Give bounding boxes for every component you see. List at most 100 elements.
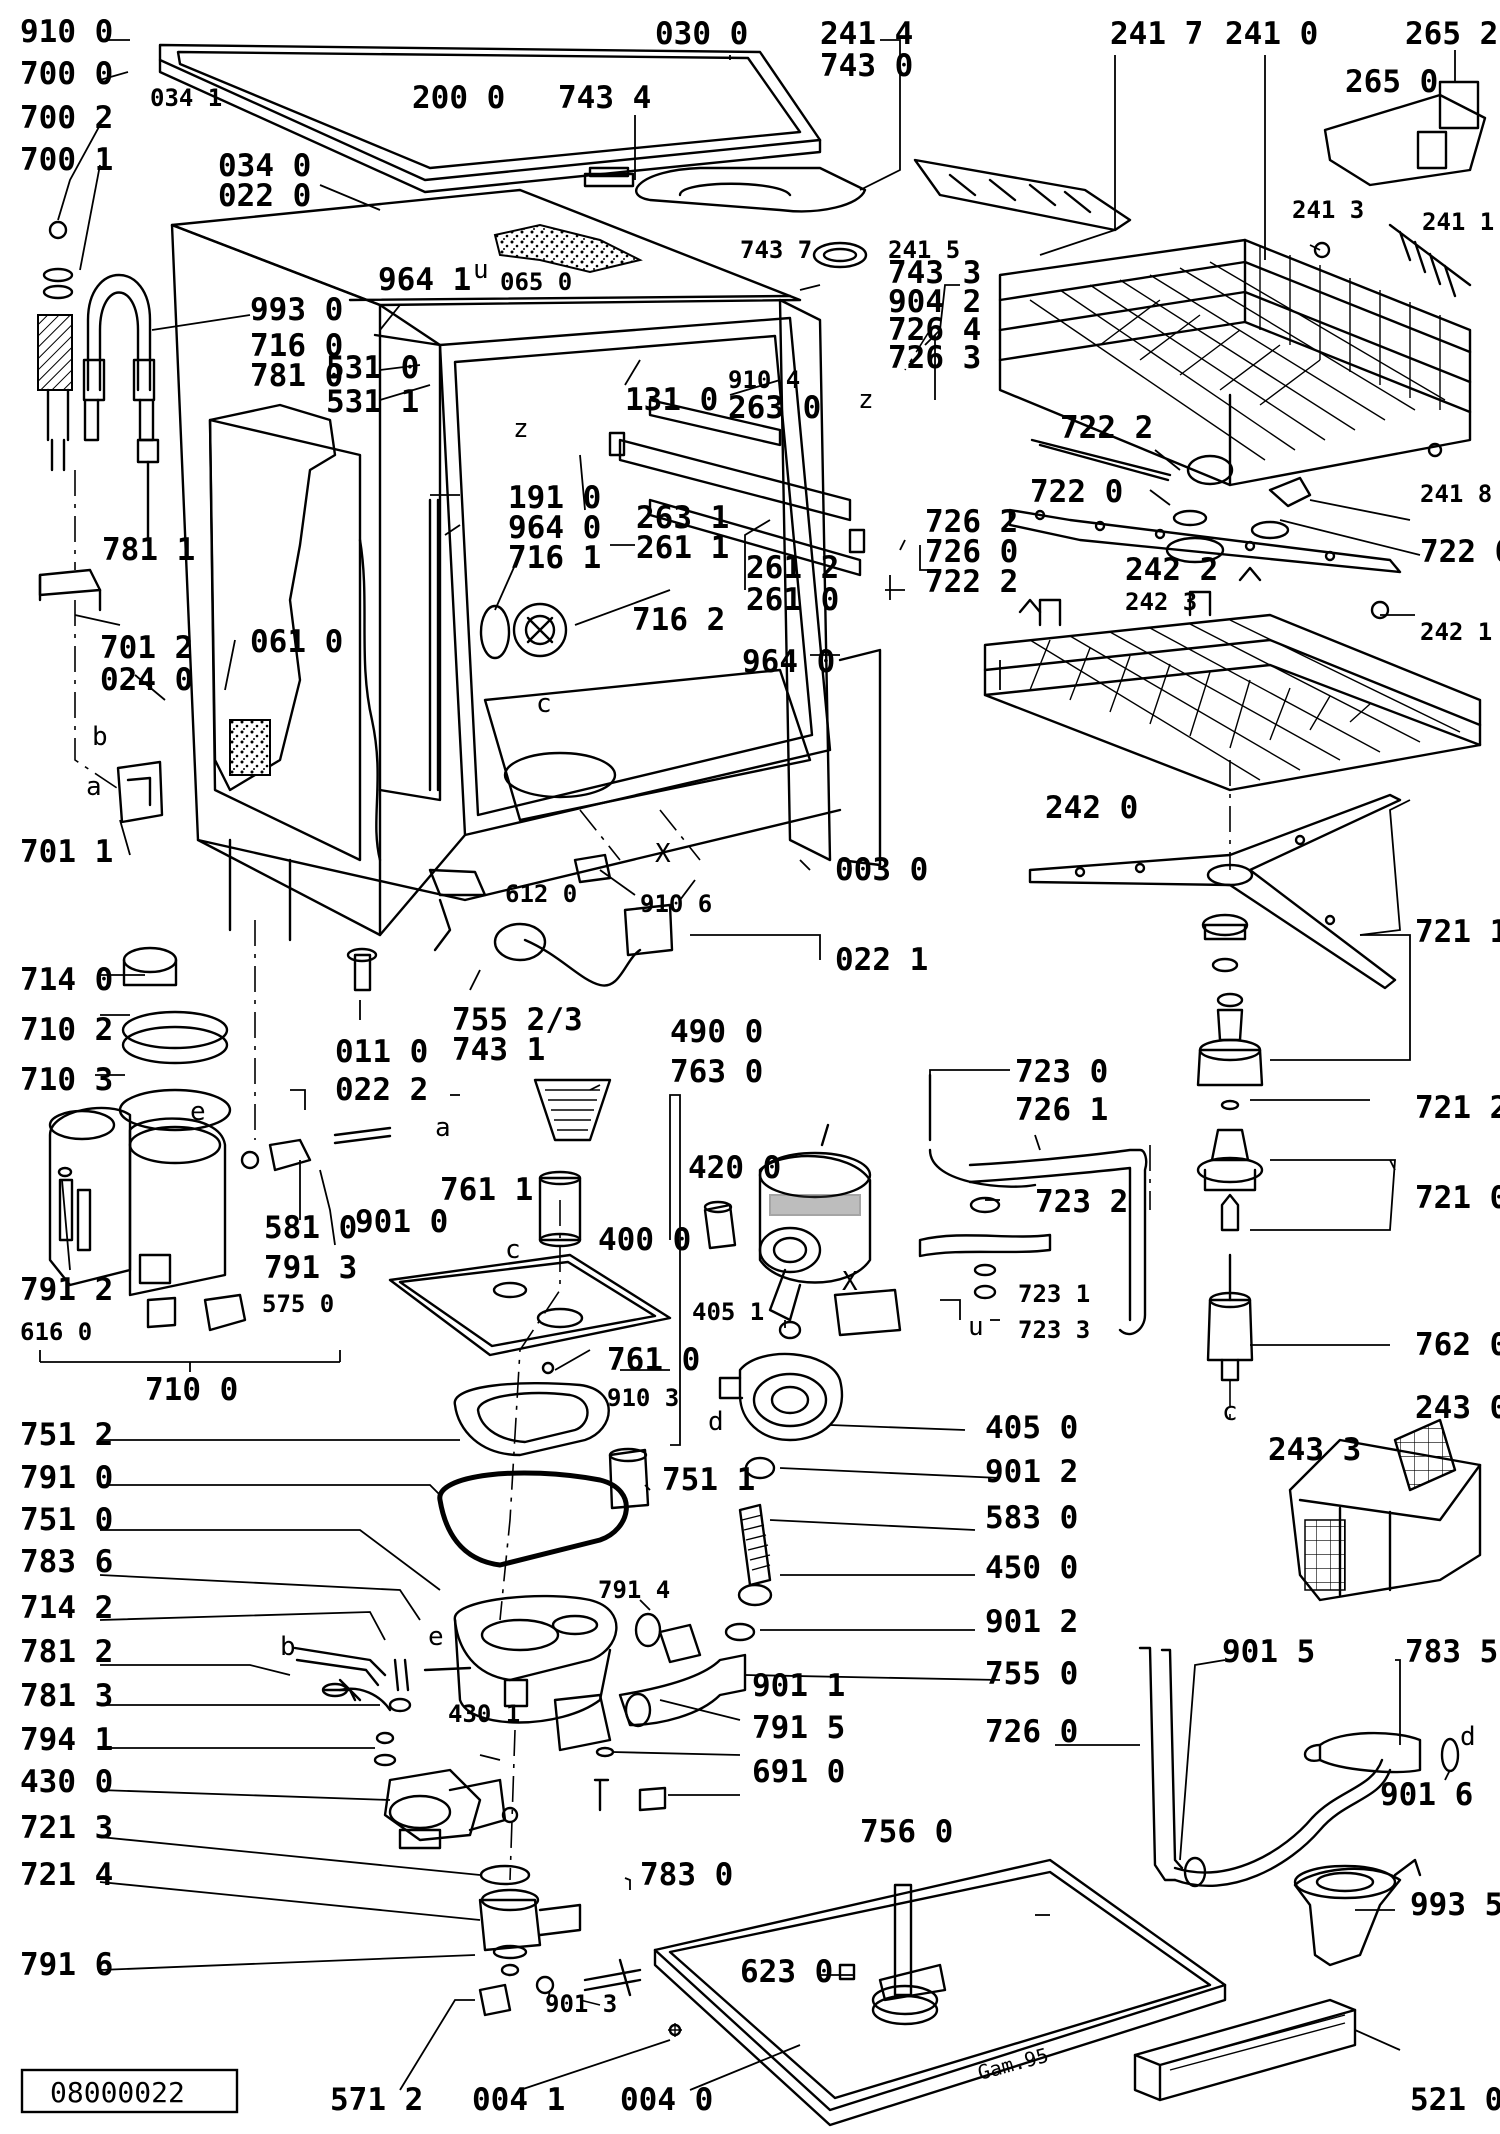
part-label-756-0: 756 0 xyxy=(860,1814,953,1850)
part-label-263-1: 263 1 xyxy=(636,500,729,536)
part-label-243-0: 243 0 xyxy=(1415,1390,1500,1426)
letter-marker: u xyxy=(968,1312,984,1342)
part-label-751-2: 751 2 xyxy=(20,1417,113,1453)
part-label-714-0: 714 0 xyxy=(20,962,113,998)
part-label-910-0: 910 0 xyxy=(20,14,113,50)
part-label-004-1: 004 1 xyxy=(472,2082,565,2118)
basket-rail-cover xyxy=(913,158,1132,232)
assembly-axis-lines xyxy=(74,329,1231,2006)
part-label-726-0b: 726 0 xyxy=(985,1714,1078,1750)
part-label-242-1: 242 1 xyxy=(1420,618,1492,646)
letter-marker: e xyxy=(428,1622,444,1652)
small-hoses xyxy=(293,1646,472,1702)
part-label-993-0: 993 0 xyxy=(250,292,343,328)
part-label-581-0: 581 0 xyxy=(264,1210,357,1246)
part-label-710-3: 710 3 xyxy=(20,1062,113,1098)
part-label-034-0: 034 0 xyxy=(218,148,311,184)
letter-marker: c xyxy=(1222,1397,1238,1427)
bracket-265 xyxy=(1323,80,1487,187)
drain-pump-430 xyxy=(321,1682,642,2017)
corner-note: Gam.95 xyxy=(975,2043,1051,2085)
letter-marker: d xyxy=(708,1407,724,1437)
part-label-910-3: 910 3 xyxy=(607,1384,679,1412)
cutlery-basket xyxy=(1288,1418,1482,1602)
part-label-065-0: 065 0 xyxy=(500,268,572,296)
part-label-430-1: 430 1 xyxy=(448,1700,520,1728)
part-label-964-0a: 964 0 xyxy=(508,510,601,546)
kickplate-521 xyxy=(1133,1998,1357,2102)
letter-marker: X xyxy=(655,839,671,869)
document-number-box: 08000022 xyxy=(20,2068,239,2114)
letter-marker: c xyxy=(505,1235,521,1265)
rinse-aid-top-parts xyxy=(583,166,868,269)
leader-lines xyxy=(39,39,1456,2091)
part-label-743-3: 743 3 xyxy=(888,255,981,291)
part-label-004-0: 004 0 xyxy=(620,2082,713,2118)
part-label-490-0: 490 0 xyxy=(670,1014,763,1050)
part-label-241-3: 241 3 xyxy=(1292,196,1364,224)
part-label-241-4: 241 4 xyxy=(820,16,913,52)
part-label-191-0: 191 0 xyxy=(508,480,601,516)
part-label-022-1: 022 1 xyxy=(835,942,928,978)
part-label-242-2: 242 2 xyxy=(1125,552,1218,588)
part-label-910-4: 910 4 xyxy=(728,366,800,394)
part-label-751-0: 751 0 xyxy=(20,1502,113,1538)
part-label-242-0: 242 0 xyxy=(1045,790,1138,826)
part-label-131-0: 131 0 xyxy=(625,382,718,418)
part-label-791-4: 791 4 xyxy=(598,1576,670,1604)
part-label-901-1: 901 1 xyxy=(752,1668,845,1704)
part-label-241-0: 241 0 xyxy=(1225,16,1318,52)
sump-751 xyxy=(437,1381,650,1752)
part-label-722-0a: 722 0 xyxy=(1030,474,1123,510)
letter-marker: e xyxy=(190,1097,206,1127)
part-label-405-0: 405 0 xyxy=(985,1410,1078,1446)
part-label-261-2: 261 2 xyxy=(746,550,839,586)
part-label-783-0: 783 0 xyxy=(640,1857,733,1893)
part-label-430-0: 430 0 xyxy=(20,1764,113,1800)
part-label-716-2: 716 2 xyxy=(632,602,725,638)
part-label-964-0b: 964 0 xyxy=(742,644,835,680)
part-label-241-5: 241 5 xyxy=(888,236,960,264)
letter-marker: b xyxy=(92,722,108,752)
part-label-011-0: 011 0 xyxy=(335,1034,428,1070)
part-label-726-3: 726 3 xyxy=(888,340,981,376)
part-label-791-3: 791 3 xyxy=(264,1250,357,1286)
part-label-993-5: 993 5 xyxy=(1410,1887,1500,1923)
letter-marker: X xyxy=(842,1267,858,1297)
part-label-910-6: 910 6 xyxy=(640,890,712,918)
part-label-726-2: 726 2 xyxy=(925,504,1018,540)
part-label-722-0b: 722 0 xyxy=(1420,534,1500,570)
part-label-721-1: 721 1 xyxy=(1415,914,1500,950)
part-label-701-2: 701 2 xyxy=(100,630,193,666)
part-label-783-5: 783 5 xyxy=(1405,1634,1498,1670)
part-label-022-2: 022 2 xyxy=(335,1072,428,1108)
part-label-701-1: 701 1 xyxy=(20,834,113,870)
part-label-755-2-3: 755 2/3 xyxy=(452,1002,583,1038)
part-label-623-0: 623 0 xyxy=(740,1954,833,1990)
part-label-901-5: 901 5 xyxy=(1222,1634,1315,1670)
part-label-743-1: 743 1 xyxy=(452,1032,545,1068)
part-label-700-1: 700 1 xyxy=(20,142,113,178)
part-label-716-0: 716 0 xyxy=(250,328,343,364)
part-label-791-5: 791 5 xyxy=(752,1710,845,1746)
part-label-726-1: 726 1 xyxy=(1015,1092,1108,1128)
part-label-743-4: 743 4 xyxy=(558,80,651,116)
part-label-714-2: 714 2 xyxy=(20,1590,113,1626)
part-label-242-3: 242 3 xyxy=(1125,588,1197,616)
part-label-781-2: 781 2 xyxy=(20,1634,113,1670)
part-label-400-0: 400 0 xyxy=(598,1222,691,1258)
base-pan-756 xyxy=(653,1858,1227,2127)
tub-cabinet xyxy=(170,188,882,942)
lower-spray-arm xyxy=(1028,793,1402,1382)
part-label-794-1: 794 1 xyxy=(20,1722,113,1758)
part-label-616-0: 616 0 xyxy=(20,1318,92,1346)
part-label-700-2: 700 2 xyxy=(20,100,113,136)
part-label-901-0: 901 0 xyxy=(355,1204,448,1240)
part-label-721-4: 721 4 xyxy=(20,1857,113,1893)
part-label-726-0a: 726 0 xyxy=(925,534,1018,570)
part-label-723-1: 723 1 xyxy=(1018,1280,1090,1308)
part-label-783-6: 783 6 xyxy=(20,1544,113,1580)
part-label-791-0: 791 0 xyxy=(20,1460,113,1496)
part-label-263-0: 263 0 xyxy=(728,390,821,426)
part-label-901-6: 901 6 xyxy=(1380,1777,1473,1813)
